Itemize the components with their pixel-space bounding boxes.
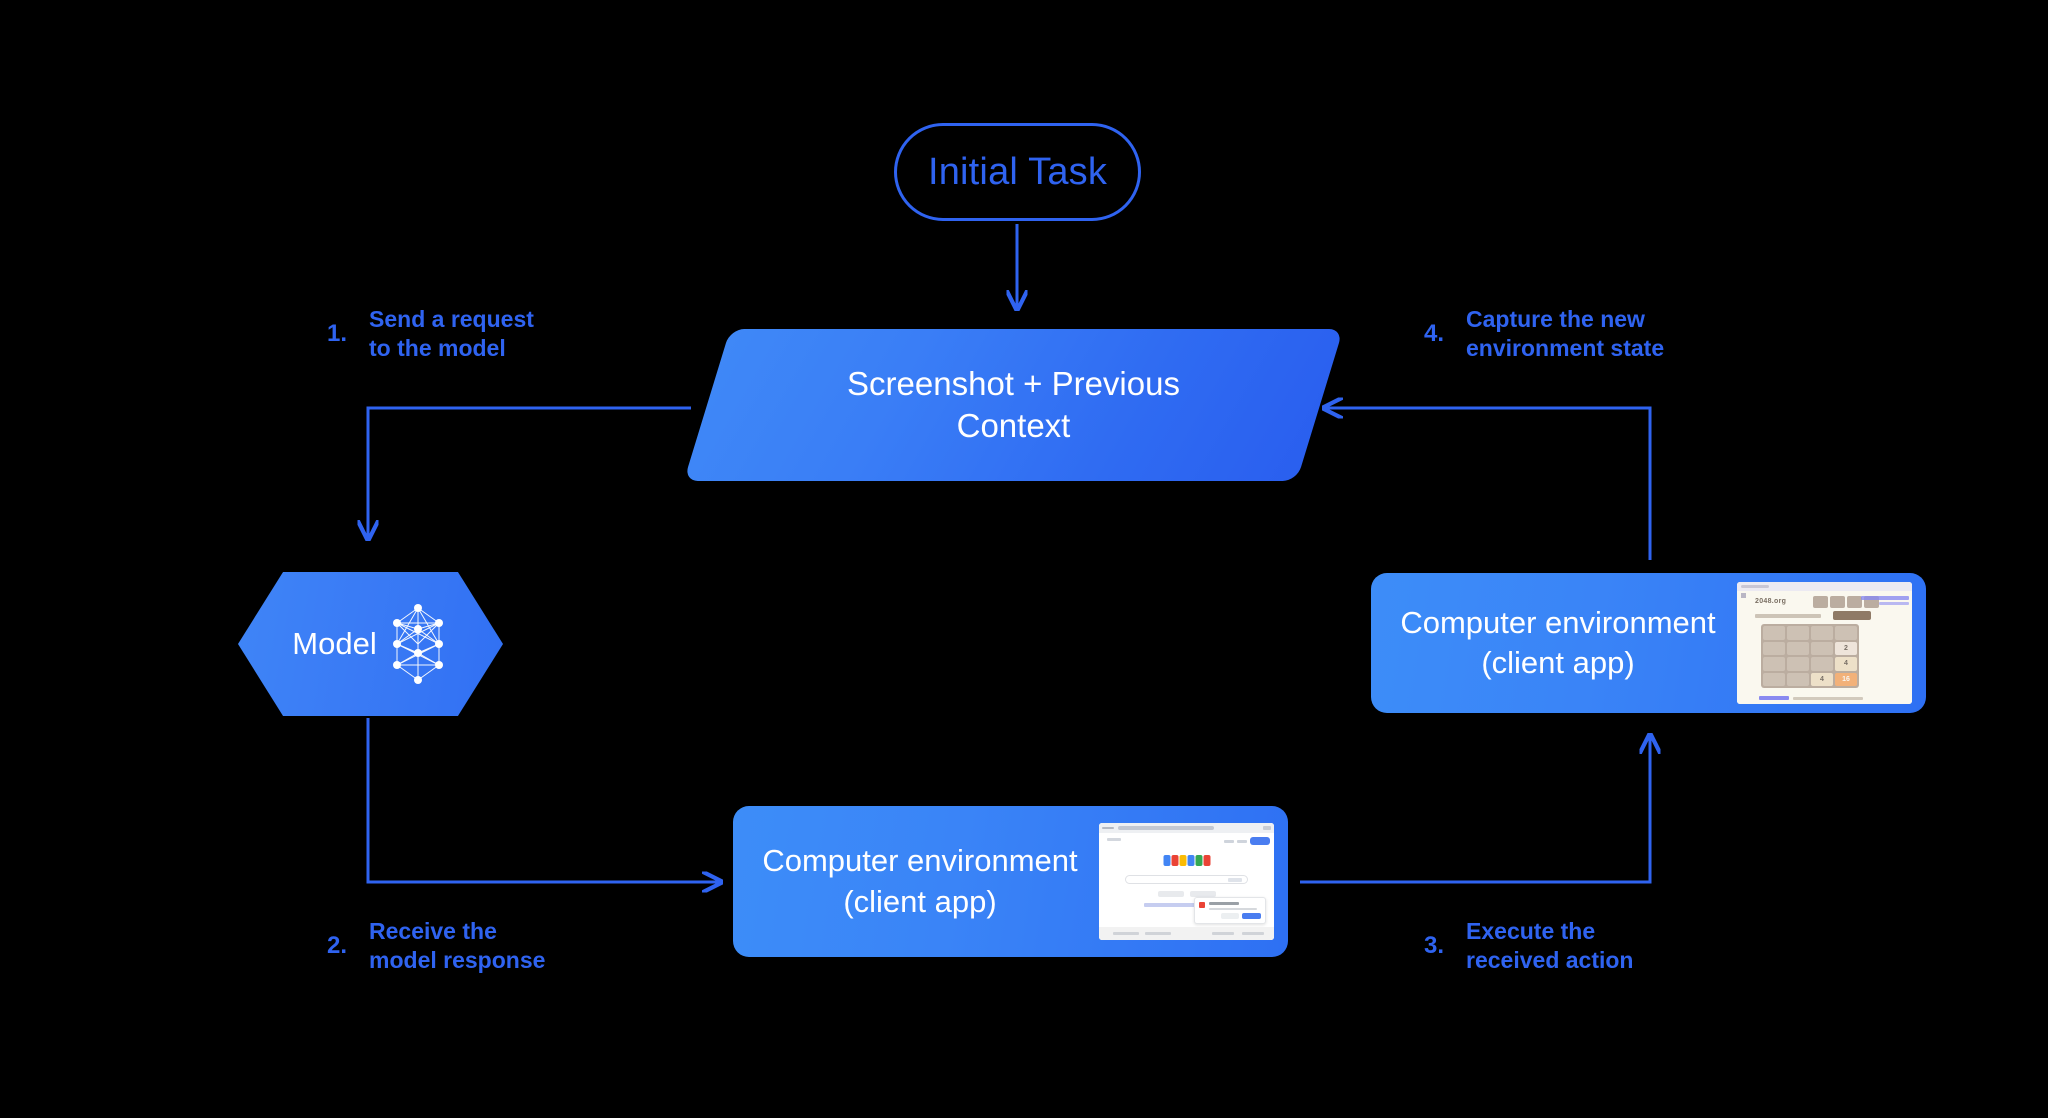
- language-links: [1143, 903, 1230, 907]
- tile: [1811, 641, 1833, 655]
- node-env-bottom-label: Computer environment (client app): [733, 841, 1099, 922]
- game-footer-text: [1793, 697, 1863, 700]
- node-model-content: Model: [238, 572, 503, 716]
- browser-chrome: [1099, 823, 1274, 833]
- node-env-bottom-line2: (client app): [843, 883, 997, 919]
- page-footer: [1099, 927, 1274, 940]
- dialog-confirm-button: [1242, 913, 1261, 919]
- thumbnail-2048-game[interactable]: 2048.org 2 4: [1737, 582, 1912, 704]
- node-initial-task[interactable]: Initial Task: [894, 123, 1141, 221]
- step-4-line2: environment state: [1466, 335, 1665, 362]
- node-model-label: Model: [292, 626, 377, 661]
- step-3-number: 3.: [1424, 932, 1445, 960]
- header-link-1: [1861, 596, 1909, 600]
- step-4-text: Capture the new environment state: [1466, 305, 1664, 364]
- game-subtitle: [1755, 614, 1821, 618]
- node-env-bottom-line1: Computer environment: [762, 843, 1078, 879]
- google-search-input[interactable]: [1125, 875, 1248, 884]
- tile: [1787, 657, 1809, 671]
- edge-env-bottom-to-env-right: [1300, 736, 1650, 884]
- google-logo-icon: [1163, 855, 1210, 866]
- popup-dialog[interactable]: [1194, 897, 1266, 924]
- google-buttons[interactable]: [1157, 891, 1216, 897]
- node-initial-task-label: Initial Task: [927, 150, 1108, 193]
- tile: [1811, 626, 1833, 640]
- step-3-line1: Execute the: [1466, 918, 1596, 944]
- tile: [1787, 626, 1809, 640]
- node-env-right[interactable]: Computer environment (client app) 2048.o…: [1371, 573, 1926, 713]
- step-1-number: 1.: [327, 320, 348, 348]
- step-4-line1: Capture the new: [1466, 306, 1645, 332]
- gmail-link: [1107, 838, 1121, 841]
- step-4-annotation: 4. Capture the new environment state: [1424, 305, 1664, 364]
- node-screenshot-context-line1: Screenshot + Previous: [847, 364, 1180, 402]
- tile: 4: [1835, 657, 1857, 671]
- tile: 2: [1835, 641, 1857, 655]
- neural-network-icon: [392, 604, 443, 684]
- dialog-cancel-button: [1221, 913, 1239, 919]
- game-board[interactable]: 2 4 4 16: [1761, 624, 1859, 688]
- node-env-right-line2: (client app): [1481, 645, 1635, 680]
- node-env-right-label: Computer environment (client app): [1371, 603, 1737, 684]
- node-screenshot-context[interactable]: Screenshot + Previous Context: [683, 329, 1344, 481]
- step-1-line1: Send a request: [369, 306, 534, 332]
- node-env-bottom[interactable]: Computer environment (client app): [733, 806, 1288, 957]
- header-link-2: [1879, 602, 1909, 605]
- edge-context-to-model: [368, 406, 691, 538]
- address-bar: [1118, 826, 1214, 830]
- tile: [1763, 626, 1785, 640]
- tile: 4: [1811, 672, 1833, 686]
- step-2-annotation: 2. Receive the model response: [327, 917, 545, 976]
- step-3-line2: received action: [1466, 947, 1634, 974]
- tile: [1763, 641, 1785, 655]
- step-1-text: Send a request to the model: [369, 305, 534, 364]
- node-model[interactable]: Model: [238, 572, 503, 716]
- step-4-number: 4.: [1424, 320, 1445, 348]
- step-2-line1: Receive the: [369, 918, 497, 944]
- tile: [1763, 657, 1785, 671]
- sign-in-button: [1250, 837, 1270, 845]
- thumbnail-google-search[interactable]: [1099, 823, 1274, 940]
- google-topbar: [1224, 837, 1270, 845]
- game-footer-link: [1759, 696, 1789, 700]
- step-2-text: Receive the model response: [369, 917, 545, 976]
- new-game-button[interactable]: [1833, 611, 1871, 620]
- game-site-title: 2048.org: [1755, 598, 1787, 605]
- step-2-number: 2.: [327, 932, 348, 960]
- step-2-line2: model response: [369, 947, 546, 974]
- browser-tab-icon: [1741, 593, 1746, 598]
- node-env-right-line1: Computer environment: [1400, 604, 1716, 640]
- step-1-annotation: 1. Send a request to the model: [327, 305, 534, 364]
- tile: [1763, 672, 1785, 686]
- tile: [1787, 672, 1809, 686]
- tile: 16: [1835, 672, 1857, 686]
- browser-titlebar: [1737, 582, 1912, 591]
- edge-model-to-env-bottom: [366, 718, 720, 882]
- tile: [1835, 626, 1857, 640]
- edge-env-right-to-context: [1325, 408, 1652, 560]
- node-screenshot-context-line2: Context: [956, 407, 1071, 444]
- tile: [1787, 641, 1809, 655]
- node-model-shape: [238, 572, 503, 716]
- mic-icon: [1228, 878, 1242, 882]
- step-1-line2: to the model: [369, 335, 506, 362]
- step-3-text: Execute the received action: [1466, 917, 1633, 976]
- node-screenshot-context-text: Screenshot + Previous Context: [707, 329, 1320, 481]
- step-3-annotation: 3. Execute the received action: [1424, 917, 1633, 976]
- tile: [1811, 657, 1833, 671]
- dialog-icon: [1199, 902, 1205, 908]
